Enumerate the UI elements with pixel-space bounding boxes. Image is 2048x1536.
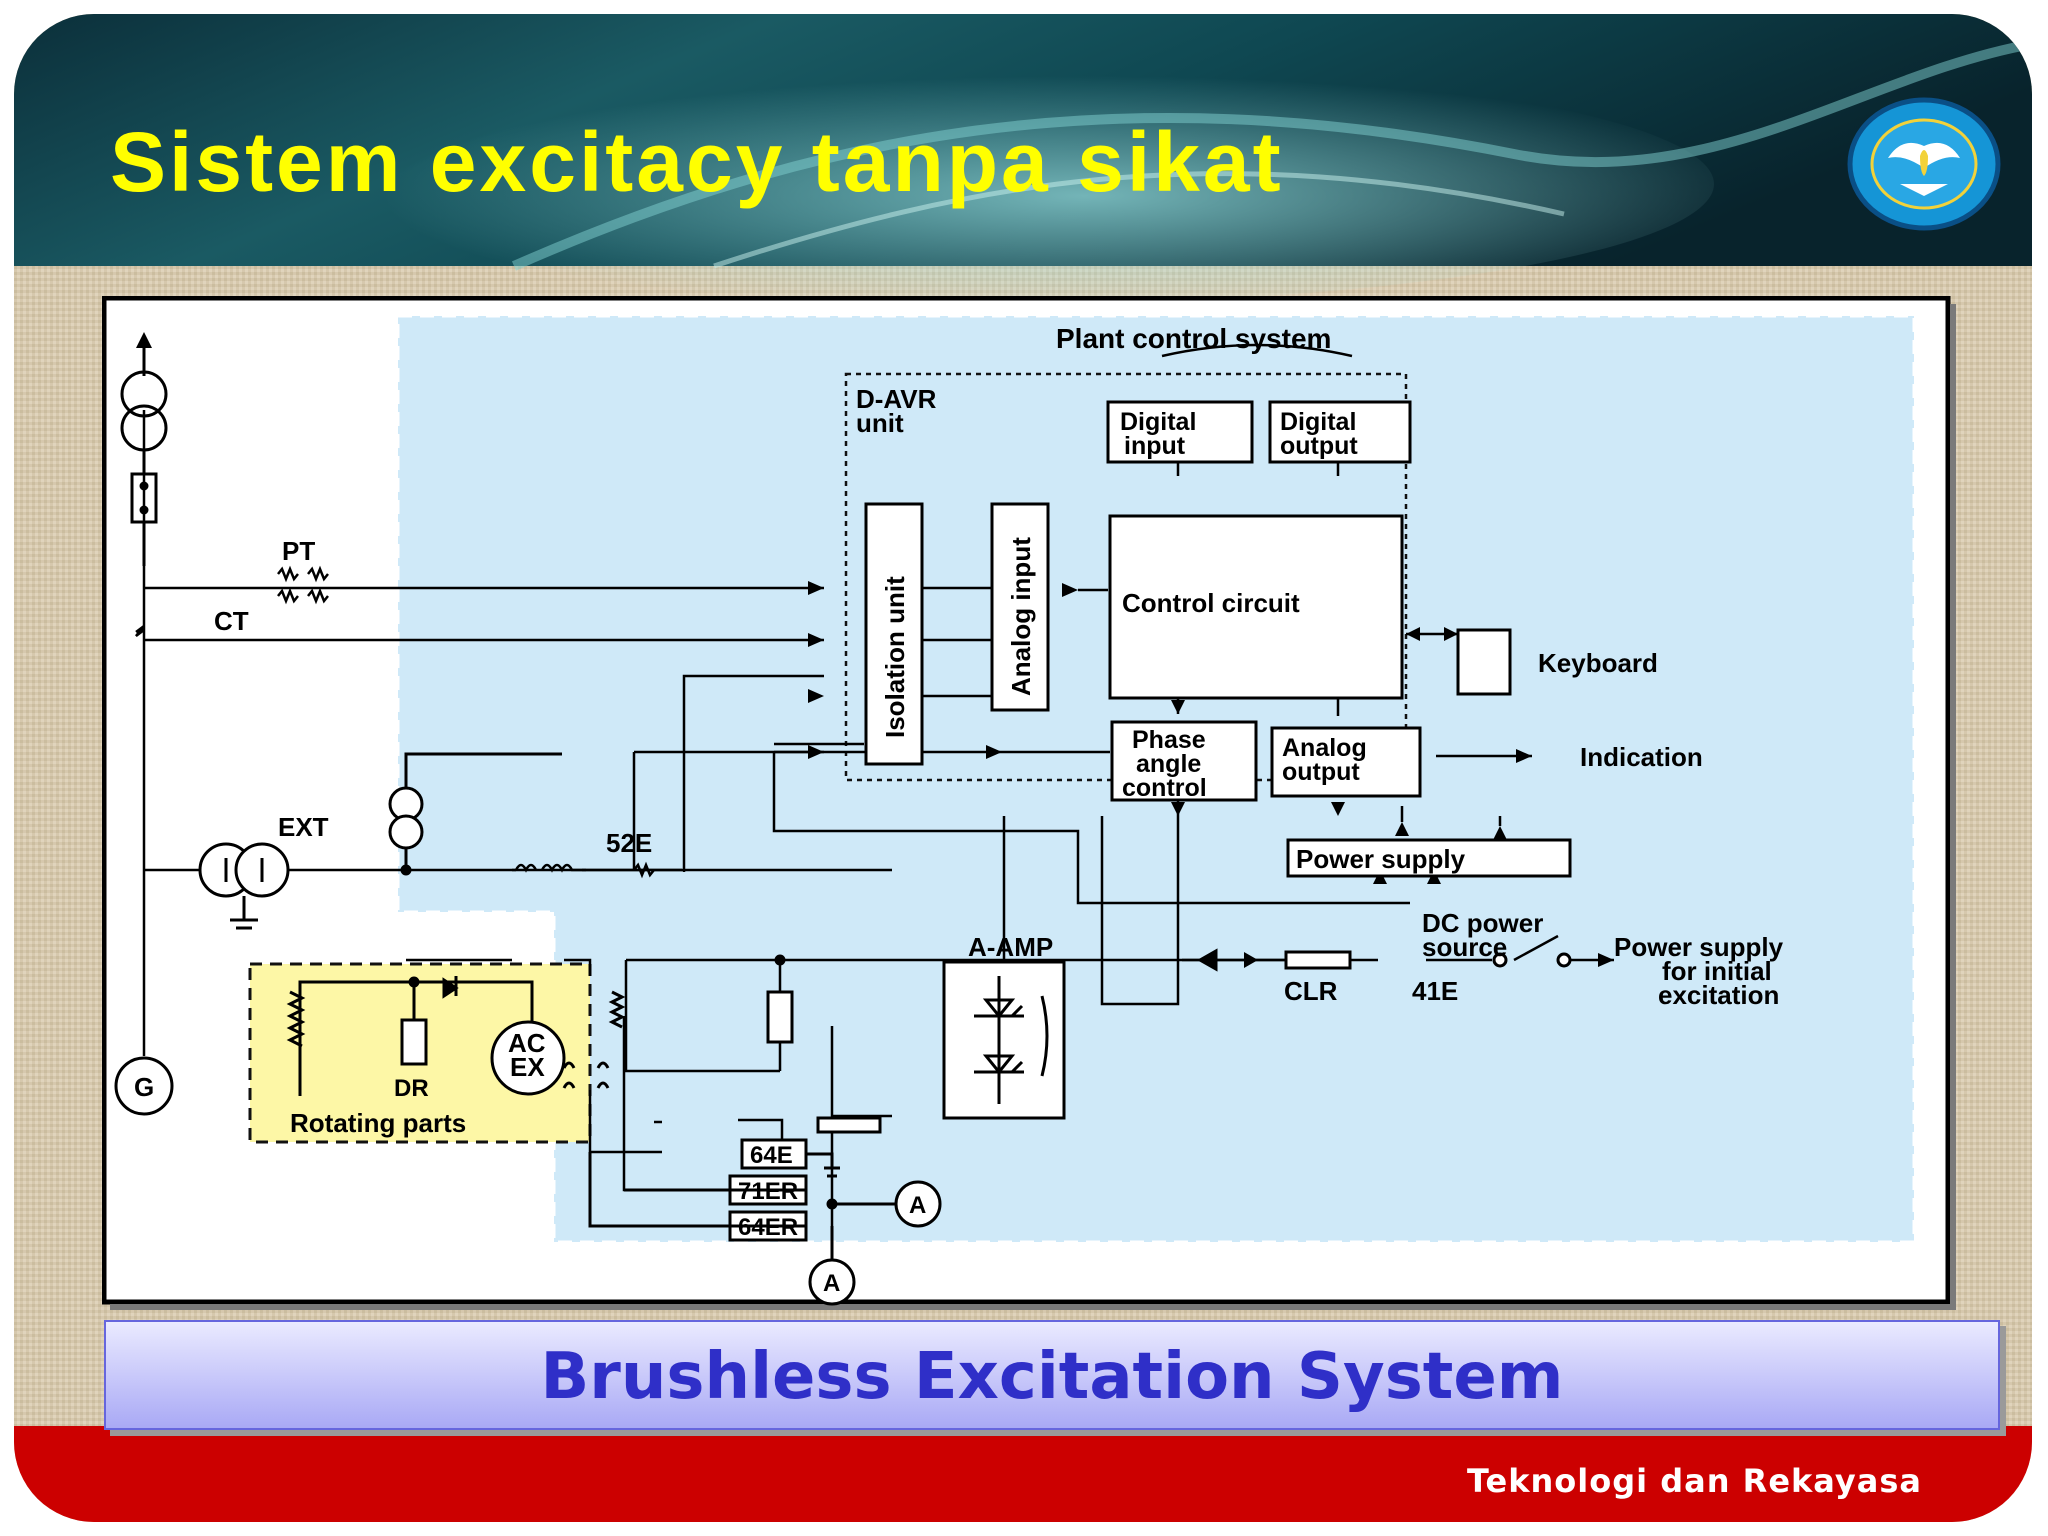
- pt-ct-symbols: [135, 565, 329, 637]
- label-dr: DR: [394, 1075, 429, 1102]
- analog-input-block: [990, 502, 1050, 712]
- rotating-parts-circuit: [286, 976, 610, 1096]
- label-phase-2: angle: [1136, 750, 1201, 778]
- label-g: G: [134, 1072, 154, 1102]
- control-circuit-block: [1108, 514, 1404, 700]
- label-ex: EX: [510, 1052, 545, 1082]
- label-digital-input-1: Digital: [1120, 408, 1196, 436]
- label-64er: 64ER: [738, 1214, 798, 1241]
- label-ext: EXT: [278, 812, 329, 842]
- label-phase-3: control: [1122, 774, 1207, 802]
- keyboard-block: [1456, 628, 1512, 696]
- a-amp: [942, 960, 1066, 1120]
- label-analog-output-1: Analog: [1282, 734, 1367, 762]
- label-indication: Indication: [1580, 742, 1703, 772]
- label-clr: CLR: [1284, 976, 1338, 1006]
- aux-transformer: [388, 752, 562, 876]
- label-davr-1: D-AVR: [856, 384, 937, 414]
- label-isolation-unit: Isolation unit: [880, 576, 910, 738]
- label-a-amp: A-AMP: [968, 932, 1053, 962]
- label-rotating-parts: Rotating parts: [290, 1108, 466, 1138]
- phase-angle-block: [1110, 720, 1258, 802]
- diagram-caption: Brushless Excitation System: [540, 1340, 1564, 1414]
- label-52e: 52E: [606, 828, 652, 858]
- analog-output-block: [1270, 726, 1422, 798]
- label-power-supply: Power supply: [1296, 844, 1466, 874]
- label-41e: 41E: [1412, 976, 1458, 1006]
- tut-wuri-handayani-logo: [1847, 97, 2001, 231]
- label-digital-output-2: output: [1280, 432, 1358, 460]
- label-dc-power-2: source: [1422, 932, 1507, 962]
- label-plant-control-system: Plant control system: [1056, 323, 1331, 354]
- label-ammeter-1: A: [909, 1192, 926, 1219]
- label-64e: 64E: [750, 1142, 793, 1169]
- label-ammeter-2: A: [823, 1270, 840, 1297]
- label-ps-initial-2: for initial: [1662, 956, 1772, 986]
- generator: [114, 1056, 174, 1116]
- label-control-circuit: Control circuit: [1122, 588, 1300, 618]
- isolation-unit-block: [864, 502, 924, 766]
- brushless-excitation-diagram: Plant control system D-AVR unit Digital …: [102, 296, 1956, 1310]
- caption-box: Brushless Excitation System: [104, 1320, 2000, 1430]
- label-digital-input-2: input: [1124, 432, 1186, 460]
- label-pt: PT: [282, 536, 315, 566]
- label-ct: CT: [214, 606, 249, 636]
- diagram-labels: Plant control system D-AVR unit Digital …: [134, 323, 1784, 1297]
- blocks: [864, 400, 1572, 878]
- footer-band: [14, 1426, 2032, 1522]
- digital-input-block: [1106, 400, 1254, 464]
- slide: Sistem excitacy tanpa sikat: [14, 14, 2032, 1522]
- label-ac: AC: [508, 1028, 546, 1058]
- label-davr-2: unit: [856, 408, 904, 438]
- slide-title: Sistem excitacy tanpa sikat: [110, 115, 1284, 209]
- transformer: [120, 336, 168, 566]
- initial-excitation-path: [1196, 948, 1572, 972]
- label-dc-power-1: DC power: [1422, 908, 1543, 938]
- footer-text: Teknologi dan Rekayasa: [1466, 1462, 1922, 1500]
- digital-output-block: [1268, 400, 1412, 464]
- label-ps-initial-1: Power supply: [1614, 932, 1784, 962]
- label-phase-1: Phase: [1132, 726, 1206, 754]
- label-analog-output-2: output: [1282, 758, 1360, 786]
- label-keyboard: Keyboard: [1538, 648, 1658, 678]
- ext-transformer: [198, 842, 290, 930]
- frame-shadow-bottom: [110, 1304, 1956, 1310]
- header-glow: [314, 64, 1714, 304]
- label-ps-initial-3: excitation: [1658, 980, 1779, 1010]
- header-swirl: [511, 39, 2032, 271]
- power-supply-block: [1286, 838, 1572, 878]
- breaker-52e: [512, 861, 655, 879]
- label-digital-output-1: Digital: [1280, 408, 1356, 436]
- header-swirl-2: [713, 171, 1565, 269]
- frame-shadow-right: [1950, 304, 1956, 1306]
- davr-unit-border: [844, 372, 1408, 782]
- excitation-circuit: [588, 954, 942, 1306]
- label-analog-input: Analog input: [1006, 537, 1036, 696]
- label-71er: 71ER: [738, 1178, 798, 1205]
